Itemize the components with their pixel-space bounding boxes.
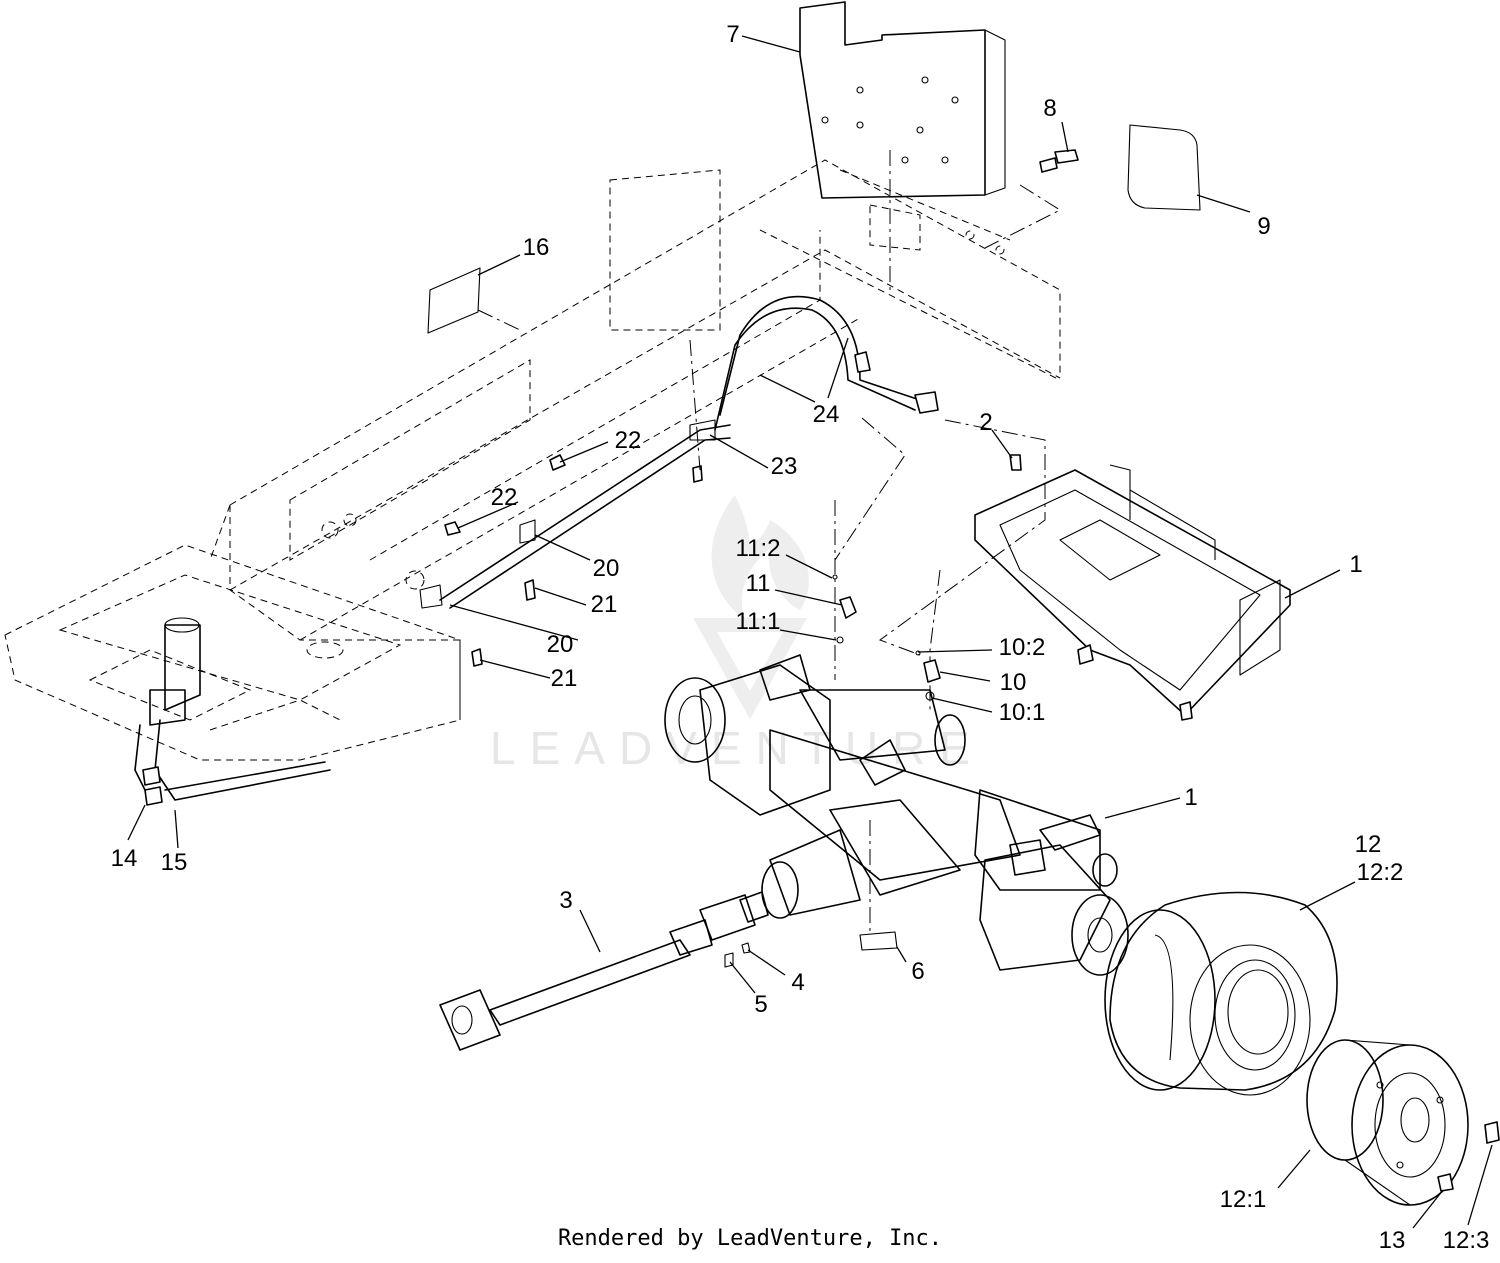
part-13-lug-nut	[1437, 1173, 1454, 1192]
callout-22-lower: 22	[491, 484, 518, 511]
callout-12-3: 12:3	[1443, 1227, 1490, 1254]
callout-20-lower: 20	[547, 631, 574, 658]
part-16-decal	[427, 267, 521, 334]
callout-22-upper: 22	[615, 427, 642, 454]
part-8-bolt	[984, 149, 1079, 249]
callout-10: 10	[1000, 669, 1027, 696]
callout-1-bracket: 1	[1349, 551, 1362, 578]
callout-8: 8	[1043, 95, 1056, 122]
watermark: LEADVENTURE	[490, 495, 984, 774]
part-3-drive-shaft	[439, 891, 769, 1051]
callout-20-upper: 20	[593, 555, 620, 582]
callout-11-2: 11:2	[736, 535, 781, 562]
callout-15: 15	[161, 849, 188, 876]
footer-credit: Rendered by LeadVenture, Inc.	[558, 1226, 942, 1251]
watermark-text: LEADVENTURE	[490, 722, 984, 774]
frame-chassis	[4, 159, 1061, 761]
callout-10-2: 10:2	[999, 634, 1046, 661]
callout-12: 12	[1355, 831, 1382, 858]
callout-24: 24	[813, 401, 840, 428]
callout-11-1: 11:1	[736, 608, 781, 635]
part-9-decal	[1127, 124, 1201, 211]
leader-lines	[127, 35, 1493, 1229]
part-1-mount-bracket	[974, 464, 1291, 721]
callout-21-lower: 21	[551, 665, 578, 692]
callout-14: 14	[111, 845, 138, 872]
callout-labels: 7 8 9 16 24 2 22 23 22 20 11:2 11 21 11:…	[111, 21, 1490, 1254]
callout-9: 9	[1257, 213, 1270, 240]
fasteners	[444, 339, 1022, 667]
callout-12-1: 12:1	[1220, 1186, 1267, 1213]
callout-21-upper: 21	[591, 591, 618, 618]
callout-1-axle: 1	[1184, 784, 1197, 811]
callout-3: 3	[559, 887, 572, 914]
part-12-3-valve-stem	[1484, 1121, 1500, 1144]
part-7-weight-plate	[799, 1, 1006, 290]
part-12-1-rim	[1306, 1039, 1469, 1206]
steering-cylinder	[134, 617, 331, 806]
callout-16: 16	[523, 234, 550, 261]
callout-12-2: 12:2	[1357, 859, 1404, 886]
callout-11: 11	[746, 570, 771, 597]
rear-axle	[664, 500, 1129, 976]
callout-10-1: 10:1	[999, 699, 1046, 726]
callout-23: 23	[771, 453, 798, 480]
callout-13: 13	[1379, 1227, 1406, 1254]
hose-assembly	[419, 295, 939, 609]
part-12-wheel	[1104, 891, 1338, 1096]
fittings	[832, 417, 1046, 701]
callout-2: 2	[979, 409, 992, 436]
callout-7: 7	[726, 21, 739, 48]
callout-6: 6	[911, 958, 924, 985]
callout-5: 5	[754, 991, 767, 1018]
callout-4: 4	[791, 969, 804, 996]
